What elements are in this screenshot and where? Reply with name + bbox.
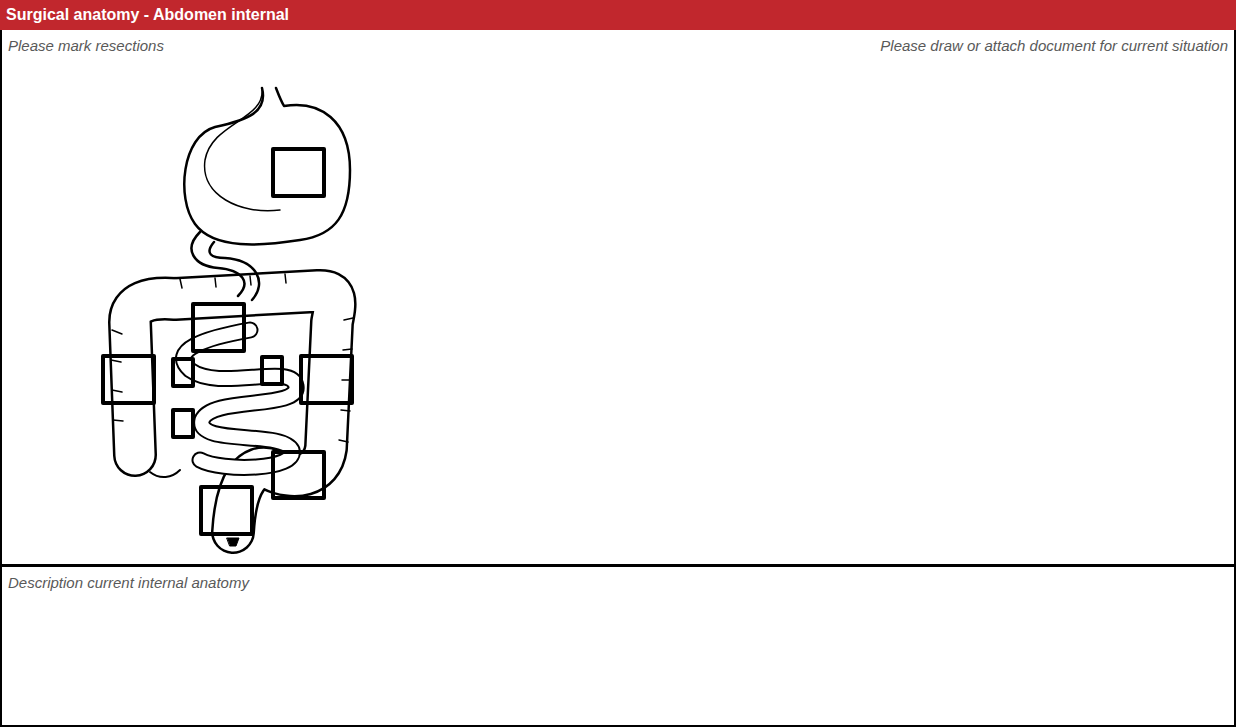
marker-square xyxy=(273,452,324,498)
appendix xyxy=(150,470,180,477)
header-band: Surgical anatomy - Abdomen internal xyxy=(0,0,1236,30)
stomach xyxy=(184,88,350,244)
marker-square xyxy=(173,359,193,386)
lesser-curvature xyxy=(205,88,280,211)
marker-square xyxy=(301,356,352,403)
panel-label: Please mark resections xyxy=(8,37,164,54)
marker-square xyxy=(103,356,154,403)
marker-square xyxy=(173,410,193,437)
resection-markers xyxy=(103,149,352,534)
marker-square xyxy=(262,357,282,384)
panel-label: Description current internal anatomy xyxy=(8,574,249,591)
colon-outline xyxy=(130,291,335,532)
drawing-panel: Please mark resections Please draw or att… xyxy=(0,30,1236,567)
marker-square xyxy=(201,487,252,534)
section-title: Surgical anatomy - Abdomen internal xyxy=(6,0,289,30)
duodenum xyxy=(192,232,260,300)
rectum-end xyxy=(227,538,239,546)
marker-square xyxy=(193,304,244,351)
description-panel: Description current internal anatomy xyxy=(0,567,1236,727)
panel-label: Please draw or attach document for curre… xyxy=(880,37,1228,54)
colon-fill xyxy=(130,291,335,532)
marker-square xyxy=(273,149,324,196)
